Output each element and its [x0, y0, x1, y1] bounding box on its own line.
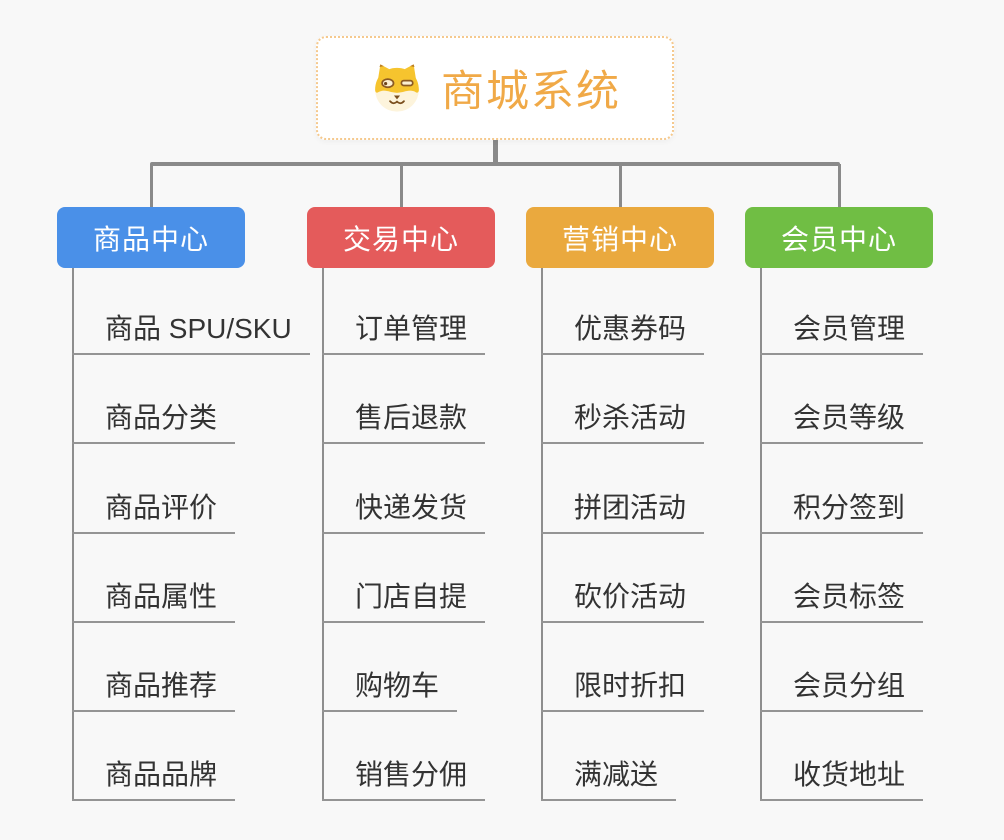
leaf-node[interactable]: 砍价活动	[541, 571, 705, 623]
leaf-node[interactable]: 商品推荐	[72, 660, 236, 712]
connector-bus	[150, 162, 840, 166]
branch-node-product[interactable]: 商品中心	[57, 207, 245, 268]
leaf-node[interactable]: 拼团活动	[541, 482, 705, 534]
leaf-node[interactable]: 售后退款	[322, 392, 486, 444]
leaf-node[interactable]: 满减送	[541, 749, 677, 801]
branch-node-member[interactable]: 会员中心	[745, 207, 933, 268]
connector-drop	[619, 164, 622, 207]
leaf-node[interactable]: 会员等级	[760, 392, 924, 444]
leaf-node[interactable]: 商品 SPU/SKU	[72, 303, 310, 355]
leaf-node[interactable]: 积分签到	[760, 482, 924, 534]
connector-root-stem	[493, 140, 498, 166]
leaf-node[interactable]: 会员分组	[760, 660, 924, 712]
connector-drop	[150, 164, 153, 207]
leaf-node[interactable]: 商品属性	[72, 571, 236, 623]
leaf-node[interactable]: 商品评价	[72, 482, 236, 534]
leaf-node[interactable]: 优惠券码	[541, 303, 705, 355]
leaf-node[interactable]: 订单管理	[322, 303, 486, 355]
connector-drop	[838, 164, 841, 207]
leaf-node[interactable]: 商品分类	[72, 392, 236, 444]
leaf-node[interactable]: 秒杀活动	[541, 392, 705, 444]
leaf-node[interactable]: 限时折扣	[541, 660, 705, 712]
root-title: 商城系统	[441, 68, 621, 116]
root-node[interactable]: 商城系统	[316, 36, 674, 140]
branch-node-trade[interactable]: 交易中心	[307, 207, 495, 268]
doge-icon	[369, 60, 425, 116]
connector-drop	[400, 164, 403, 207]
leaf-node[interactable]: 会员标签	[760, 571, 924, 623]
leaf-node[interactable]: 会员管理	[760, 303, 924, 355]
leaf-node[interactable]: 快递发货	[322, 482, 486, 534]
leaf-node[interactable]: 销售分佣	[322, 749, 486, 801]
leaf-node[interactable]: 收货地址	[760, 749, 924, 801]
branch-node-marketing[interactable]: 营销中心	[526, 207, 714, 268]
leaf-node[interactable]: 门店自提	[322, 571, 486, 623]
leaf-node[interactable]: 购物车	[322, 660, 458, 712]
leaf-node[interactable]: 商品品牌	[72, 749, 236, 801]
